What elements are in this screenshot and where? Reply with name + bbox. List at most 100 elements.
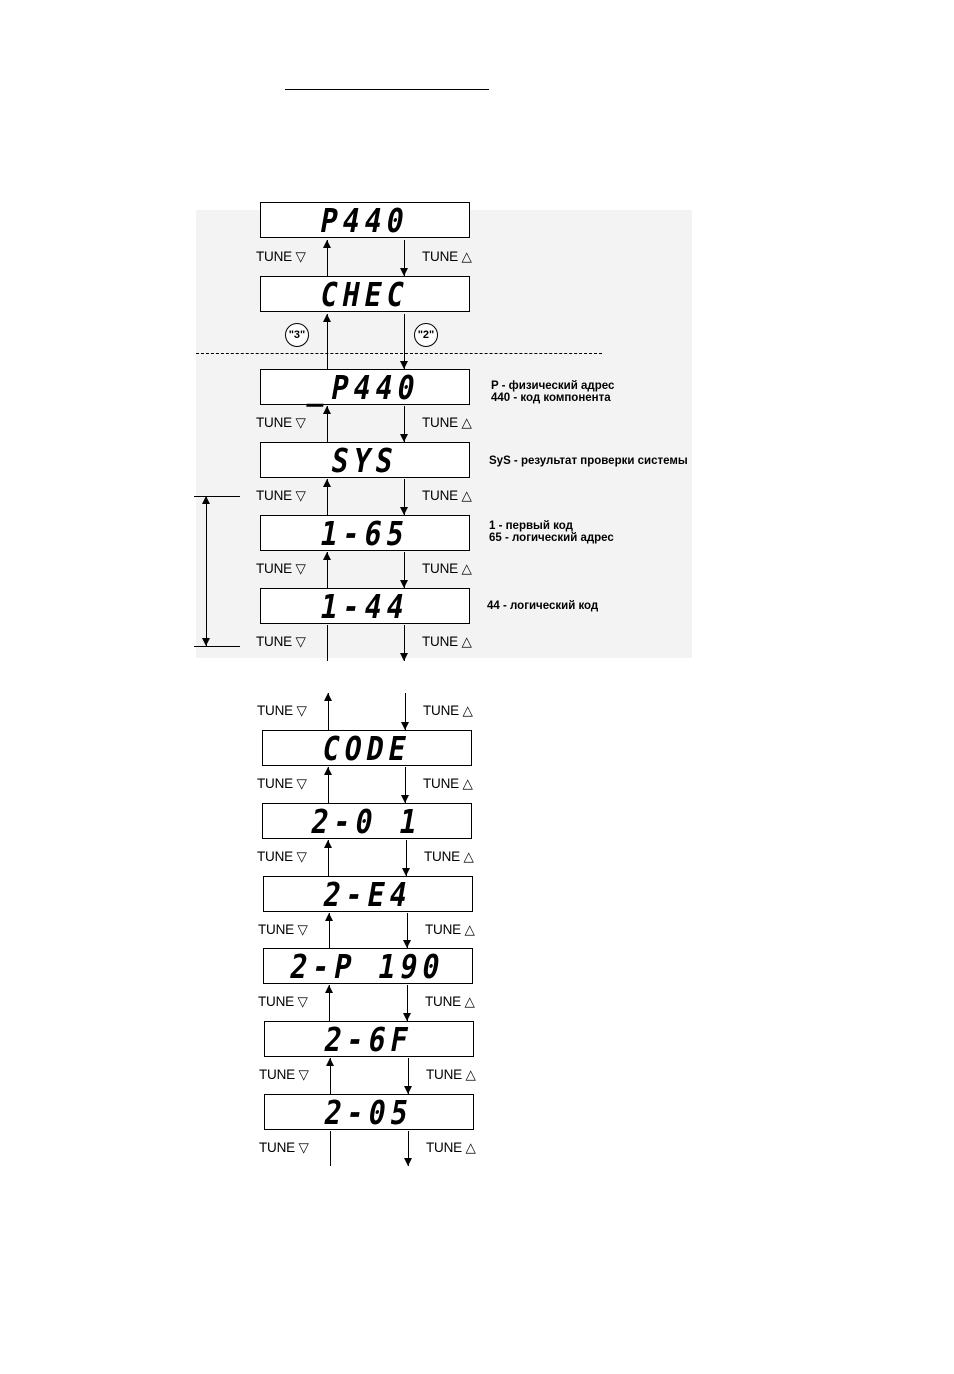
connector-down-line [407,985,408,1021]
annotation-physical-address: P - физический адрес [491,380,615,392]
connector-down-line [404,479,405,515]
tune-up-label: TUNE △ [425,922,475,937]
connector-up-line [327,479,328,515]
tune-down-label: TUNE ▽ [257,849,307,864]
annotation-system-check: SyS - результат проверки системы [489,455,688,467]
display-p440-address: _P440 [260,368,470,407]
connector-up-line [327,552,328,588]
connector-up-line [328,693,329,730]
tune-up-label: TUNE △ [423,703,473,718]
connector-up-line [327,406,328,442]
display-text: 2-0 1 [308,801,426,841]
up-arrow-icon [326,1058,334,1066]
connector-down-line [408,1131,409,1166]
connector-down-line [406,840,407,876]
tune-up-label: TUNE △ [426,1067,476,1082]
connector-down-line [404,240,405,276]
connector-down-line [404,406,405,442]
display-text: 2-P 190 [287,946,449,986]
connector-down-line [405,767,406,803]
connector-down-line [408,1058,409,1094]
connector-up-line [329,913,330,948]
bracket-vertical-line [206,496,207,646]
up-arrow-icon [323,240,331,248]
tune-down-label: TUNE ▽ [256,488,306,503]
annotation-logical-code: 44 - логический код [487,600,599,612]
connector-up-line [327,240,328,276]
connector-down-line [404,314,405,369]
top-rule [285,89,489,90]
annotation-component-code: 440 - код компонента [491,392,611,404]
up-arrow-icon [324,693,332,701]
up-arrow-icon [323,552,331,560]
connector-up-line [330,1058,331,1094]
display-text: 2-05 [321,1092,417,1132]
connector-up-line [327,314,328,369]
display-p440: P440 [260,200,470,240]
tune-up-label: TUNE △ [422,634,472,649]
connector-down-line [407,913,408,948]
display-1-65: 1-65 [260,513,470,553]
display-text: 1-65 [317,513,413,553]
bracket-down-arrow-icon [202,638,210,646]
up-arrow-icon [323,479,331,487]
tune-up-label: TUNE △ [426,1140,476,1155]
display-text: 1-44 [317,586,413,626]
down-arrow-icon [400,580,408,588]
tune-down-label: TUNE ▽ [256,249,306,264]
tune-up-label: TUNE △ [424,849,474,864]
display-2-e4: 2-E4 [263,874,473,914]
display-2-05: 2-05 [264,1092,474,1132]
down-arrow-icon [400,653,408,661]
up-arrow-icon [323,314,331,322]
down-arrow-icon [403,1013,411,1021]
down-arrow-icon [400,507,408,515]
tune-up-label: TUNE △ [422,415,472,430]
bracket-top-line [194,496,240,497]
display-text: P440 [317,200,413,240]
bracket-bottom-line [194,646,240,647]
tune-up-label: TUNE △ [423,776,473,791]
tune-up-label: TUNE △ [422,561,472,576]
connector-up-line [329,985,330,1021]
display-2-p190: 2-P 190 [263,946,473,986]
down-arrow-icon [400,268,408,276]
down-arrow-icon [400,361,408,369]
connector-down-line [405,693,406,730]
tune-down-label: TUNE ▽ [258,994,308,1009]
display-text: CHEC [317,274,413,314]
up-arrow-icon [325,913,333,921]
down-arrow-icon [402,868,410,876]
tune-down-label: TUNE ▽ [257,703,307,718]
annotation-first-code: 1 - первый код [489,520,573,532]
tune-up-label: TUNE △ [422,249,472,264]
display-text: 2-6F [321,1019,417,1059]
connector-down-line [404,552,405,588]
tune-down-label: TUNE ▽ [257,776,307,791]
dashed-separator [196,353,602,354]
display-chec: CHEC [260,274,470,314]
tune-down-label: TUNE ▽ [256,634,306,649]
display-sys: SYS [260,440,470,480]
display-text: SYS [328,440,402,480]
up-arrow-icon [325,985,333,993]
display-2-6f: 2-6F [264,1019,474,1059]
up-arrow-icon [323,406,331,414]
down-arrow-icon [403,940,411,948]
tune-down-label: TUNE ▽ [256,561,306,576]
connector-down-line [404,625,405,661]
up-arrow-icon [324,767,332,775]
tune-down-label: TUNE ▽ [259,1067,309,1082]
circle-label-3: "3" [285,323,309,347]
tune-up-label: TUNE △ [422,488,472,503]
connector-up-line [328,840,329,876]
display-text: CODE [319,728,415,768]
display-code: CODE [262,728,472,768]
down-arrow-icon [401,722,409,730]
tune-down-label: TUNE ▽ [256,415,306,430]
display-text: 2-E4 [320,874,416,914]
display-2-01: 2-0 1 [262,801,472,841]
bracket-up-arrow-icon [202,496,210,504]
circle-label-2: "2" [414,323,438,347]
down-arrow-icon [404,1086,412,1094]
